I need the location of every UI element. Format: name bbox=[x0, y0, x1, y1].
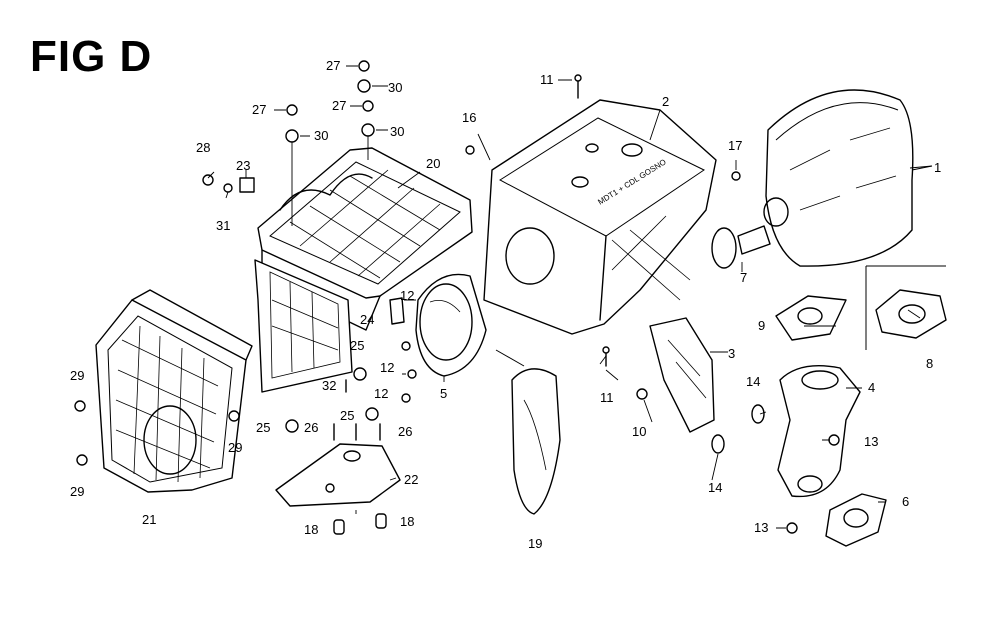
callout-30-a: 30 bbox=[388, 80, 402, 95]
part-5-air-guide-cone bbox=[415, 273, 487, 377]
callout-10: 10 bbox=[632, 424, 646, 439]
callout-14-a: 14 bbox=[746, 374, 760, 389]
divider-line bbox=[865, 265, 946, 350]
callout-22: 22 bbox=[404, 472, 418, 487]
part-21-lower-shroud bbox=[95, 289, 253, 493]
callout-12-c: 12 bbox=[374, 386, 388, 401]
callout-18-a: 18 bbox=[304, 522, 318, 537]
callout-5: 5 bbox=[440, 386, 447, 401]
callout-6: 6 bbox=[902, 494, 909, 509]
callout-14-b: 14 bbox=[708, 480, 722, 495]
callout-9: 9 bbox=[758, 318, 765, 333]
callout-23: 23 bbox=[236, 158, 250, 173]
callout-21: 21 bbox=[142, 512, 156, 527]
part-8-gasket bbox=[875, 289, 947, 339]
callout-16: 16 bbox=[462, 110, 476, 125]
part-4-exhaust-pipe bbox=[777, 365, 861, 498]
callout-11-bottom: 11 bbox=[600, 390, 614, 405]
callout-1: 1 bbox=[934, 160, 941, 175]
part-3-bracket bbox=[649, 317, 715, 433]
part-2-muffler-cover: MDT1 + CDL GOSNO bbox=[483, 99, 717, 335]
callout-2: 2 bbox=[662, 94, 669, 109]
callout-27-a: 27 bbox=[326, 58, 340, 73]
callout-8: 8 bbox=[926, 356, 933, 371]
figure-title: FIG D bbox=[30, 32, 153, 81]
callout-labels: 1 2 3 4 5 6 7 8 9 10 11 11 12 12 12 13 1… bbox=[70, 58, 941, 551]
callout-30-c: 30 bbox=[390, 124, 404, 139]
callout-27-c: 27 bbox=[332, 98, 346, 113]
hardware-fasteners bbox=[74, 60, 840, 535]
callout-13-a: 13 bbox=[864, 434, 878, 449]
callout-3: 3 bbox=[728, 346, 735, 361]
callout-25-b: 25 bbox=[256, 420, 270, 435]
callout-13-b: 13 bbox=[754, 520, 768, 535]
callout-29-a: 29 bbox=[70, 368, 84, 383]
callout-18-b: 18 bbox=[400, 514, 414, 529]
callout-12-b: 12 bbox=[380, 360, 394, 375]
callout-27-b: 27 bbox=[252, 102, 266, 117]
callout-19: 19 bbox=[528, 536, 542, 551]
part-19-deflector bbox=[495, 349, 561, 515]
callout-4: 4 bbox=[868, 380, 875, 395]
part-24-clip bbox=[389, 297, 405, 325]
callout-30-b: 30 bbox=[314, 128, 328, 143]
part-7-tail-pipe bbox=[711, 225, 771, 269]
callout-20: 20 bbox=[426, 156, 440, 171]
callout-26-a: 26 bbox=[304, 420, 318, 435]
callout-11-top: 11 bbox=[540, 72, 554, 87]
part-9-gasket bbox=[775, 295, 847, 341]
callout-24: 24 bbox=[360, 312, 374, 327]
leader-lines bbox=[207, 65, 933, 529]
callout-32: 32 bbox=[322, 378, 336, 393]
part-22-base-plate bbox=[275, 443, 401, 507]
callout-29-b: 29 bbox=[70, 484, 84, 499]
callout-12-a: 12 bbox=[400, 288, 414, 303]
callout-17: 17 bbox=[728, 138, 742, 153]
middle-grid-panel bbox=[254, 259, 353, 393]
callout-25-c: 25 bbox=[340, 408, 354, 423]
callout-28: 28 bbox=[196, 140, 210, 155]
callout-26-b: 26 bbox=[398, 424, 412, 439]
callout-29-c: 29 bbox=[228, 440, 242, 455]
callout-25-a: 25 bbox=[350, 338, 364, 353]
callout-31: 31 bbox=[216, 218, 230, 233]
part-1-muffler bbox=[763, 89, 914, 267]
part-6-gasket bbox=[825, 493, 887, 547]
callout-7: 7 bbox=[740, 270, 747, 285]
